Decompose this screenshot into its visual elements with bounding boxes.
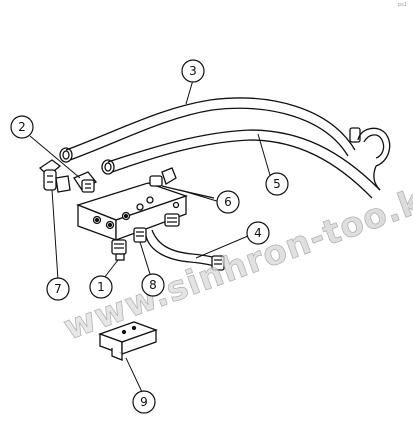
callout-4-label: 4 <box>254 226 262 240</box>
hose-coil-end <box>349 127 391 191</box>
callout-7: 7 <box>46 277 70 301</box>
bracket-9 <box>98 321 158 361</box>
callout-5-label: 5 <box>273 177 281 191</box>
corner-mark: ps1 <box>398 2 407 8</box>
leader-lines <box>29 79 273 393</box>
elbow-fitting-2 <box>73 171 97 193</box>
side-fitting <box>164 213 180 227</box>
callout-2: 2 <box>10 115 34 139</box>
callout-1: 1 <box>89 275 113 299</box>
fitting-1 <box>111 239 127 261</box>
callout-9-label: 9 <box>140 395 148 409</box>
elbow-fitting-7 <box>38 159 71 193</box>
callout-5: 5 <box>265 172 289 196</box>
callout-3-label: 3 <box>189 64 197 78</box>
callout-7-label: 7 <box>54 282 62 296</box>
callout-1-label: 1 <box>97 280 105 294</box>
hose-5 <box>101 129 381 199</box>
callout-6: 6 <box>216 190 240 214</box>
callout-8: 8 <box>141 273 165 297</box>
fitting-8 <box>133 227 147 243</box>
hose-4 <box>145 229 225 271</box>
callout-2-label: 2 <box>18 120 26 134</box>
callout-4: 4 <box>246 221 270 245</box>
callout-6-label: 6 <box>224 195 232 209</box>
callout-3: 3 <box>181 59 205 83</box>
hose-3 <box>59 97 356 163</box>
callout-8-label: 8 <box>149 278 157 292</box>
callout-9: 9 <box>132 390 156 414</box>
